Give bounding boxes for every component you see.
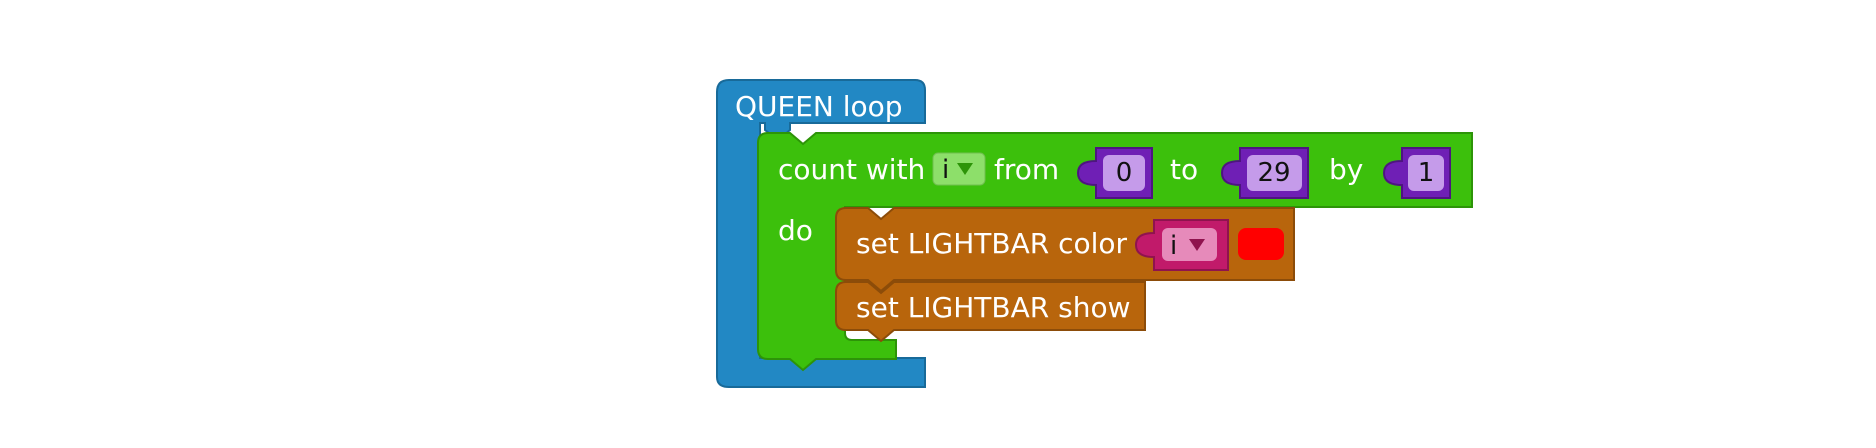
to-number-field[interactable] <box>1247 155 1302 191</box>
color-variable-dropdown[interactable] <box>1162 228 1217 261</box>
by-number-block[interactable]: 1 <box>1382 147 1451 199</box>
count-with-label: count with <box>778 153 925 186</box>
do-label: do <box>778 214 813 247</box>
set-lightbar-show-label: set LIGHTBAR show <box>856 291 1131 324</box>
loop-variable-name: i <box>942 155 949 185</box>
from-number-block[interactable]: 0 <box>1076 147 1153 199</box>
from-number-value: 0 <box>1116 158 1133 188</box>
color-variable-block[interactable]: i <box>1134 219 1229 271</box>
by-label: by <box>1329 153 1363 186</box>
by-number-value: 1 <box>1418 158 1435 188</box>
queen-loop-label: QUEEN loop <box>735 90 903 123</box>
count-with-block[interactable]: count with i from 0 to 29 by 1 do <box>757 132 1473 372</box>
loop-variable-dropdown[interactable]: i <box>932 152 986 186</box>
to-label: to <box>1170 153 1198 186</box>
to-number-block[interactable]: 29 <box>1220 147 1309 199</box>
color-swatch[interactable] <box>1238 228 1284 260</box>
from-label: from <box>994 153 1059 186</box>
set-lightbar-show-block[interactable]: set LIGHTBAR show <box>835 281 1146 343</box>
chevron-down-icon <box>957 163 973 175</box>
from-number-field[interactable] <box>1103 155 1145 191</box>
to-number-value: 29 <box>1257 158 1290 188</box>
by-number-field[interactable] <box>1408 155 1444 191</box>
color-variable-name: i <box>1170 231 1177 261</box>
set-lightbar-color-block[interactable]: set LIGHTBAR color i <box>835 207 1295 293</box>
chevron-down-icon <box>1189 239 1205 251</box>
set-lightbar-color-label: set LIGHTBAR color <box>856 227 1128 260</box>
